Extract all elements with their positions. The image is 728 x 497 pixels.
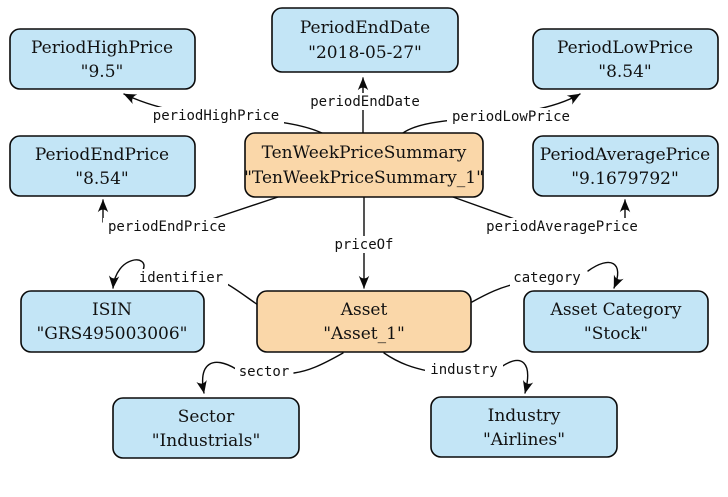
- edge-label-periodAveragePrice: periodAveragePrice: [481, 218, 643, 235]
- nodes-layer: PeriodHighPrice "9.5" PeriodEndDate "201…: [9, 7, 719, 459]
- node-asset-category: Asset Category "Stock": [523, 290, 709, 353]
- node-asset: Asset "Asset_1": [256, 290, 472, 353]
- edge-label-text: periodEndPrice: [108, 219, 226, 235]
- node-period-average-price: PeriodAveragePrice "9.1679792": [532, 135, 719, 197]
- node-value: "9.5": [81, 62, 124, 82]
- node-period-high-price: PeriodHighPrice "9.5": [9, 28, 196, 90]
- node-title: Asset Category: [550, 300, 682, 320]
- edges-layer: [97, 77, 631, 394]
- edge-identifier-line: [226, 283, 259, 306]
- node-value: "8.54": [75, 169, 129, 189]
- edge-periodEndPrice-line: [202, 196, 279, 223]
- edge-label-identifier: identifier: [134, 269, 228, 286]
- node-industry: Industry "Airlines": [430, 396, 618, 458]
- node-value: "GRS495003006": [36, 324, 187, 344]
- node-value: "8.54": [598, 62, 652, 82]
- edge-label-text: periodEndDate: [310, 94, 420, 110]
- edge-label-text: priceOf: [334, 237, 393, 253]
- node-value: "9.1679792": [571, 169, 679, 189]
- node-period-end-date: PeriodEndDate "2018-05-27": [271, 7, 459, 73]
- node-value: "Industrials": [152, 431, 261, 451]
- node-period-low-price: PeriodLowPrice "8.54": [532, 28, 719, 90]
- node-title: PeriodEndDate: [300, 18, 430, 38]
- node-title: PeriodHighPrice: [31, 38, 173, 58]
- node-value: "Stock": [584, 324, 648, 344]
- node-title: Industry: [488, 406, 561, 426]
- node-title: Asset: [340, 300, 388, 320]
- node-title: PeriodLowPrice: [557, 38, 693, 58]
- edge-label-text: sector: [239, 364, 290, 380]
- node-sector: Sector "Industrials": [112, 397, 300, 459]
- edge-sector-line: [293, 352, 344, 374]
- node-title: TenWeekPriceSummary: [262, 143, 467, 163]
- edge-label-text: industry: [430, 362, 497, 378]
- node-title: Sector: [178, 407, 235, 427]
- edge-label-category: category: [510, 269, 584, 286]
- edge-sector-arrow: [196, 361, 237, 394]
- edge-identifier-arrow: [108, 259, 145, 289]
- node-isin: ISIN "GRS495003006": [20, 290, 205, 353]
- edge-label-periodLowPrice: periodLowPrice: [447, 108, 575, 125]
- edge-label-priceOf: priceOf: [330, 236, 398, 253]
- node-period-end-price: PeriodEndPrice "8.54": [9, 135, 196, 197]
- edge-label-sector: sector: [235, 363, 293, 380]
- edge-label-text: periodLowPrice: [452, 109, 570, 125]
- node-ten-week-price-summary: TenWeekPriceSummary "TenWeekPriceSummary…: [244, 132, 484, 198]
- node-title: PeriodAveragePrice: [540, 145, 710, 165]
- node-value: "2018-05-27": [308, 43, 422, 63]
- edge-label-text: periodAveragePrice: [486, 219, 638, 235]
- node-value: "TenWeekPriceSummary_1": [244, 168, 484, 188]
- edge-category-line: [471, 284, 512, 303]
- node-value: "Asset_1": [323, 324, 405, 344]
- edge-label-periodEndPrice: periodEndPrice: [103, 218, 231, 235]
- node-title: ISIN: [92, 300, 132, 320]
- edge-industry-arrow: [500, 359, 534, 394]
- edge-label-text: identifier: [139, 270, 223, 286]
- edge-label-text: category: [513, 270, 580, 286]
- node-title: PeriodEndPrice: [35, 145, 169, 165]
- node-value: "Airlines": [483, 430, 565, 450]
- edge-labels-layer: periodHighPrice periodEndDate periodLowP…: [103, 93, 643, 380]
- edge-industry-line: [383, 352, 429, 372]
- edge-label-periodEndDate: periodEndDate: [305, 93, 425, 110]
- edge-label-industry: industry: [425, 361, 503, 378]
- edge-label-periodHighPrice: periodHighPrice: [148, 107, 284, 124]
- edge-category-arrow: [587, 261, 624, 289]
- edge-label-text: periodHighPrice: [153, 108, 279, 124]
- edge-periodAveragePrice-line: [452, 196, 524, 223]
